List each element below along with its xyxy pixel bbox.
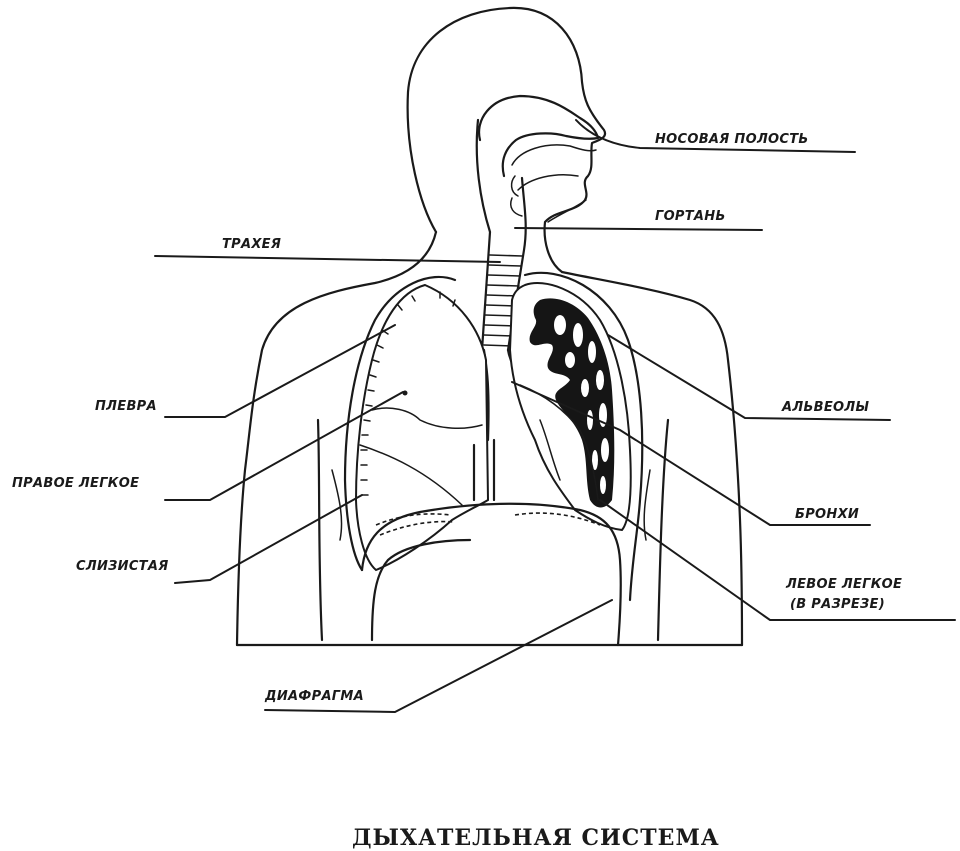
leader-pleura: [164, 324, 396, 418]
leader-larynx: [514, 227, 763, 231]
leader-lines: [154, 119, 956, 714]
leader-bronchi: [511, 381, 871, 526]
label-pleura: ПЛЕВРА: [95, 399, 157, 414]
nasal-cavity: [477, 94, 600, 223]
leader-trachea: [154, 255, 501, 263]
body-outline: [235, 6, 744, 647]
diagram-title: ДЫХАТЕЛЬНАЯ СИСТЕМА: [352, 825, 720, 851]
label-diaphragm: ДИАФРАГМА: [264, 689, 364, 704]
label-trachea: ТРАХЕЯ: [222, 237, 281, 252]
label-left-lung-line1: ЛЕВОЕ ЛЕГКОЕ: [785, 577, 902, 592]
left-lung: [508, 282, 632, 532]
arm-line-right: [316, 418, 324, 642]
leader-alveoli: [607, 334, 891, 421]
label-alveoli: АЛЬВЕОЛЫ: [781, 400, 870, 415]
pleura-ticks: [360, 291, 456, 496]
label-nasal-cavity: НОСОВАЯ ПОЛОСТЬ: [655, 132, 809, 147]
right-lung: [354, 283, 490, 572]
leader-nasal-cavity: [575, 119, 856, 153]
labels: НОСОВАЯ ПОЛОСТЬ ГОРТАНЬ ТРАХЕЯ ПЛЕВРА АЛ…: [12, 132, 902, 851]
leader-left-lung: [599, 499, 956, 621]
leader-diaphragm: [264, 599, 613, 714]
leader-right-lung: [164, 391, 404, 501]
shoulders-outline: [235, 230, 744, 647]
arm-crease-right: [331, 469, 343, 541]
arm-line-left: [656, 418, 670, 642]
label-right-lung: ПРАВОЕ ЛЕГКОЕ: [12, 476, 139, 491]
label-left-lung-line2: (В РАЗРЕЗЕ): [790, 597, 885, 612]
pleura-outline: [343, 271, 644, 602]
leader-mucous: [174, 494, 363, 584]
label-bronchi: БРОНХИ: [795, 507, 859, 522]
label-larynx: ГОРТАНЬ: [655, 209, 726, 224]
label-mucous: СЛИЗИСТАЯ: [76, 559, 169, 574]
head-outline: [406, 6, 607, 274]
alveoli-highlights: [554, 315, 609, 494]
arm-crease-left: [643, 469, 651, 541]
diaphragm-shape: [360, 443, 622, 647]
